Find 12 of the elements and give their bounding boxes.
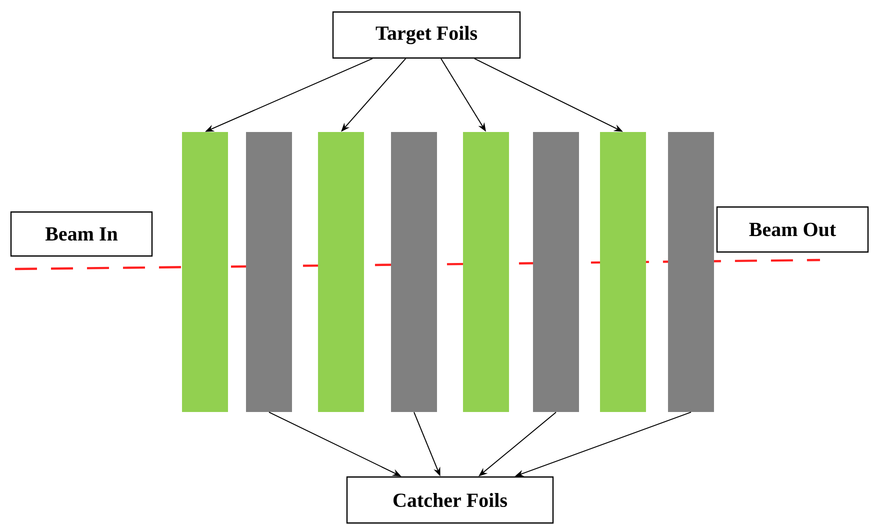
foil-bar: [668, 132, 714, 412]
foil-bar: [600, 132, 646, 412]
label-box: Beam Out: [716, 206, 869, 253]
label-box: Catcher Foils: [346, 476, 554, 524]
label-box: Target Foils: [332, 11, 521, 59]
foil-bar: [246, 132, 292, 412]
foil-bar: [391, 132, 437, 412]
label-box: Beam In: [10, 211, 153, 257]
foil-bar: [533, 132, 579, 412]
foil-bar: [463, 132, 509, 412]
foil-bar: [182, 132, 228, 412]
foil-bar: [318, 132, 364, 412]
